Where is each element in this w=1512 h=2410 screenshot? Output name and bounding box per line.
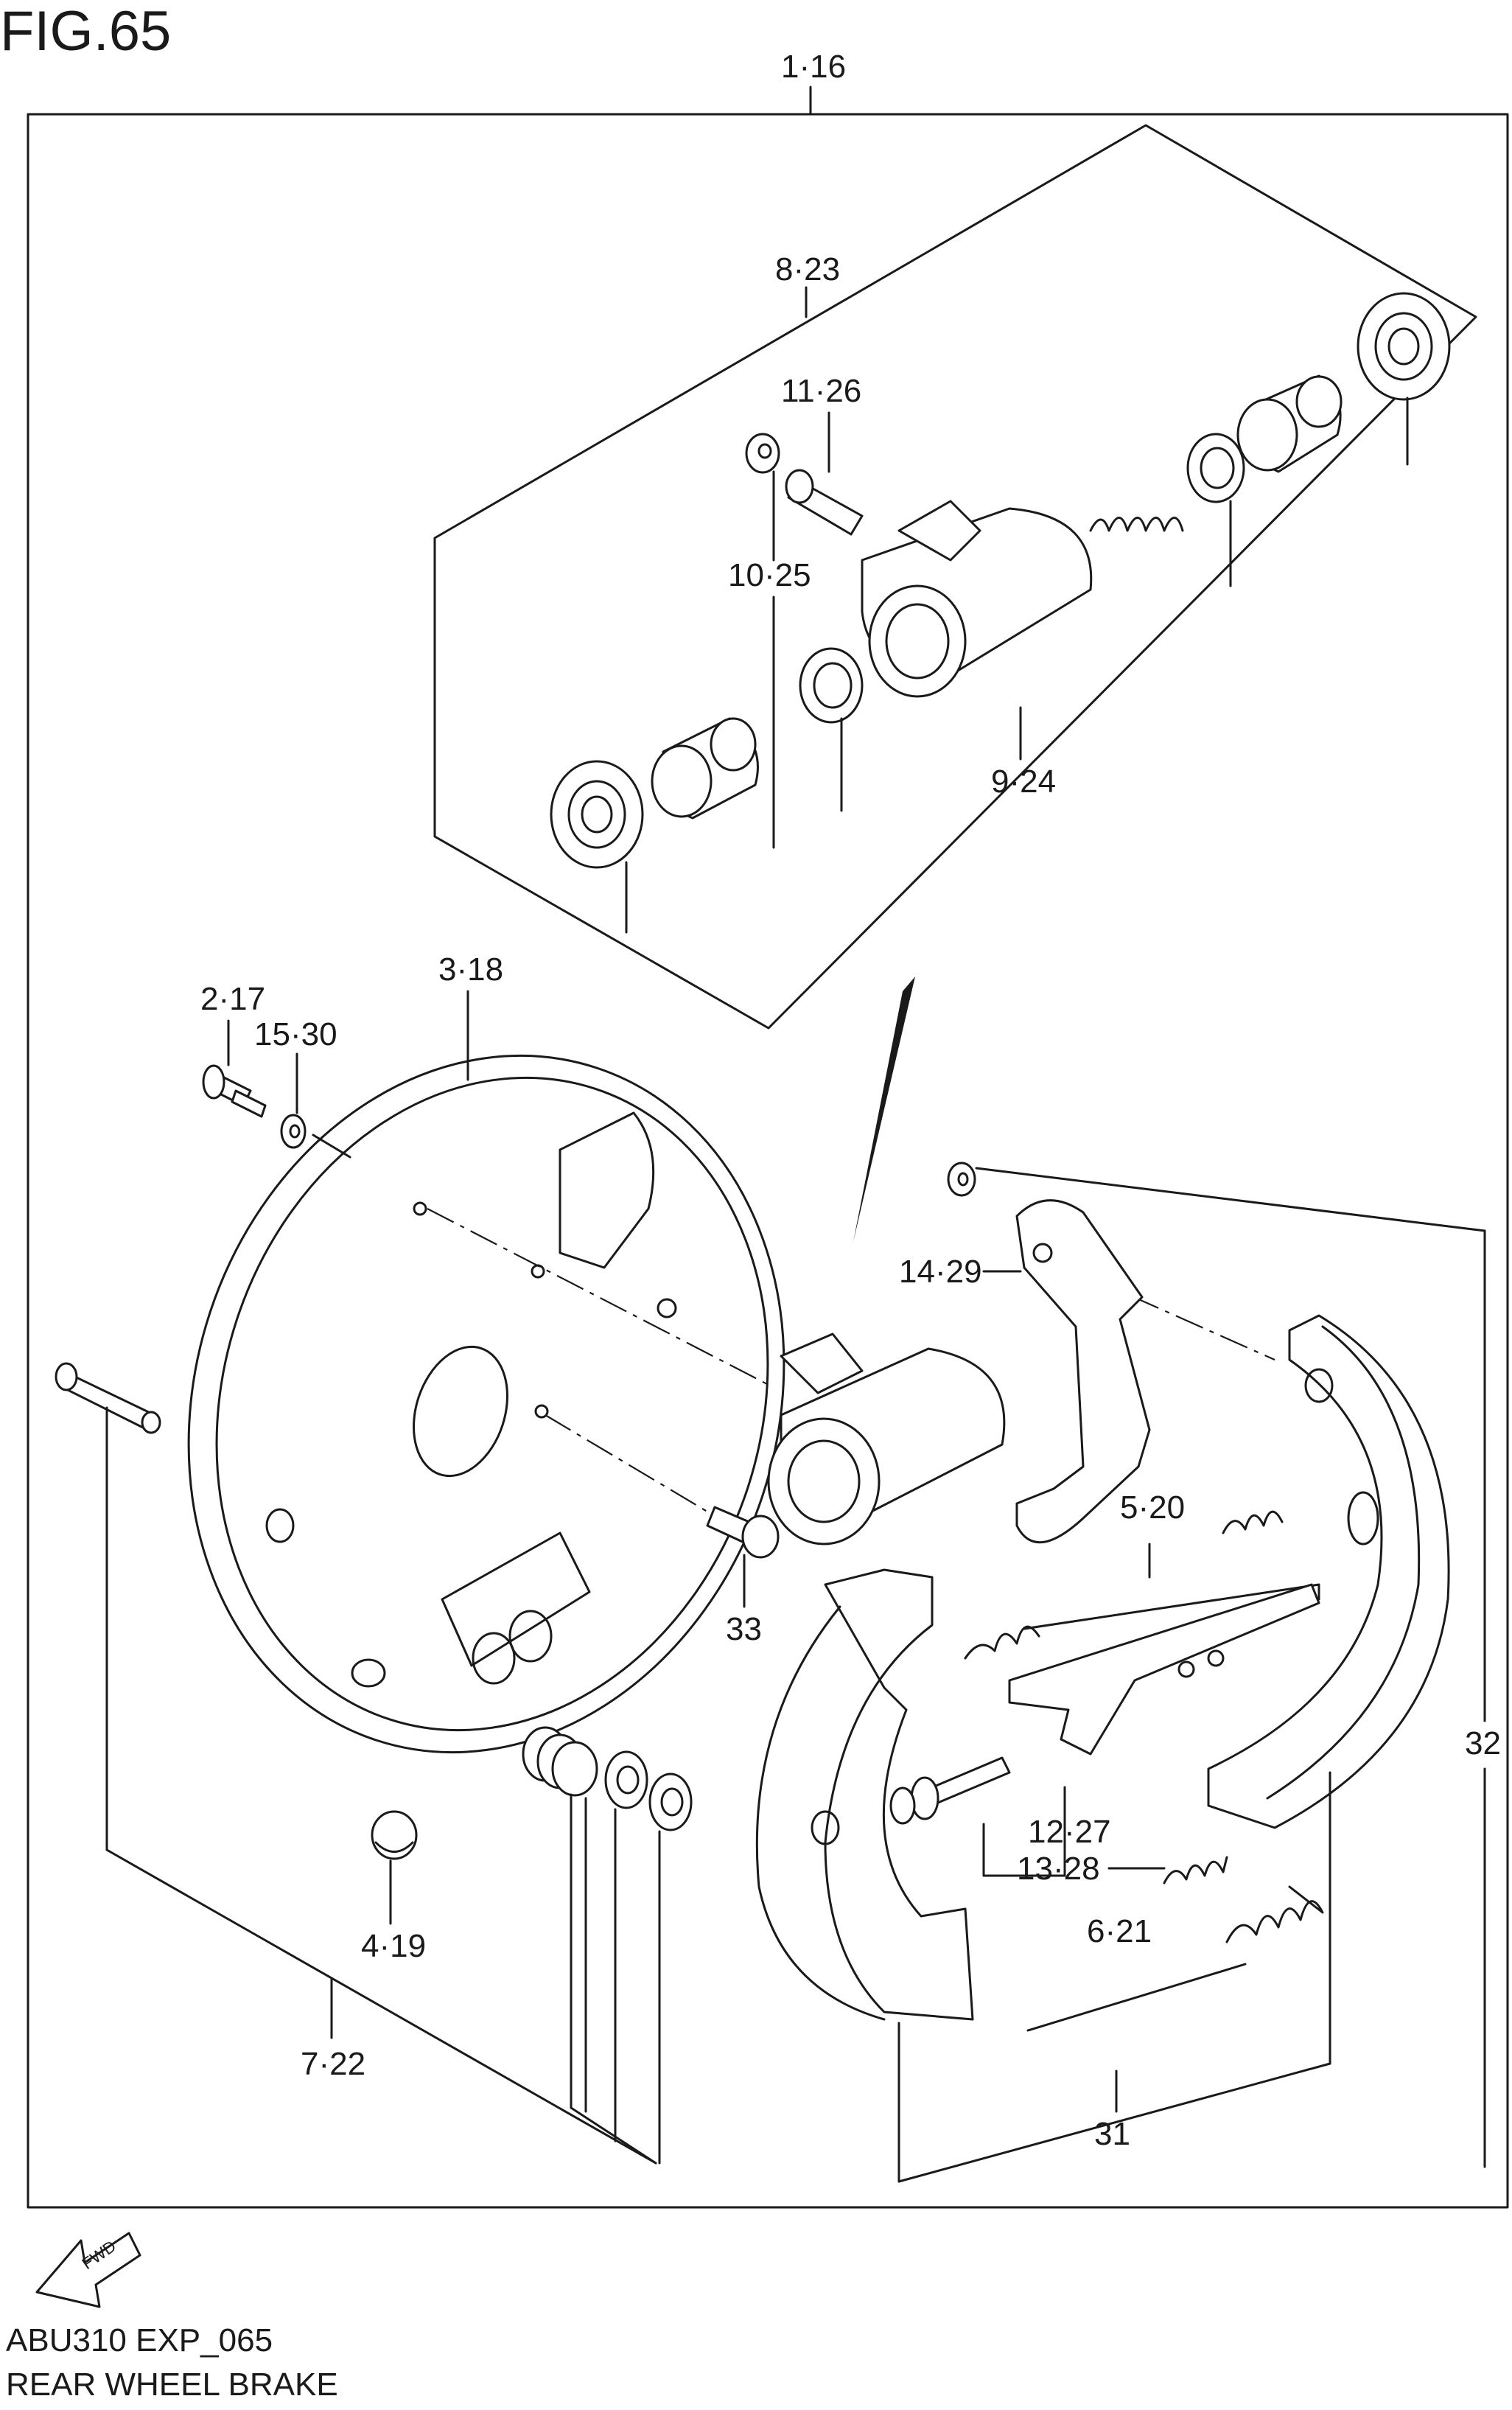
washer [280,1114,307,1149]
callout-4-19: 4·19 [361,1928,426,1964]
piston-left [651,717,759,820]
callout-31: 31 [1094,2116,1130,2152]
callout-6-21: 6·21 [1087,1913,1152,1949]
callout-14-29: 14·29 [899,1254,982,1290]
hold-down-cup-1 [604,1750,648,1809]
alignment-line-upper [427,1208,771,1386]
parking-brake-lever [1015,1199,1151,1544]
spring-5-20-icon [1222,1510,1284,1534]
callout-33: 33 [726,1611,762,1647]
hold-down-pin [55,1362,161,1434]
leader-washer-to-32 [975,1167,1486,1232]
bleeder-cap [745,433,780,474]
leader-31-diagonal [897,2062,1331,2183]
backing-plate [187,1054,785,1754]
callout-11-26: 11·26 [781,373,861,409]
wheel-cylinder-body [861,500,1093,698]
cylinder-spring-icon [1089,517,1184,532]
pointer-wedge [853,977,915,1242]
fwd-arrow-icon: FWD [35,2232,141,2308]
bleeder-screw [785,469,864,536]
alignment-line-lever [1042,1255,1275,1361]
callout-10-25: 10·25 [728,557,811,593]
callout-9-24: 9·24 [991,764,1056,800]
dust-boot-right [1357,292,1451,401]
wheel-cylinder-assembled [767,1333,1006,1545]
inspection-plug [371,1810,418,1860]
piston-right [1236,374,1343,473]
cup-seal-left [799,647,864,724]
figure-code: ABU310 EXP_065 [6,2322,273,2358]
brake-shoe-left [755,1568,974,2021]
callout-12-27: 12·27 [1028,1814,1111,1850]
callout-7-22: 7·22 [301,2046,365,2082]
wheel-cylinder-kit-box [433,124,1477,1030]
upper-return-spring-hook-icon [1023,1583,1320,1630]
callout-32: 32 [1465,1725,1501,1761]
lever-washer [947,1162,976,1197]
mounting-bolt [202,1064,267,1118]
callout-8-23: 8·23 [775,251,840,287]
leader-pin-diagonal [105,1848,657,2165]
cylinder-mount-bolt [706,1506,780,1559]
lower-spring-hook-icon [1026,1963,1247,2032]
dust-boot-left [550,760,644,869]
figure-number: FIG.65 [0,0,171,63]
figure-name: REAR WHEEL BRAKE [6,2367,338,2403]
callout-15-30: 15·30 [254,1016,337,1052]
adjuster-screw [889,1756,1011,1825]
leader-washer-to-plate [312,1134,351,1159]
callout-5-20: 5·20 [1120,1489,1185,1526]
alignment-line-lower [545,1414,719,1519]
leader-join [570,2106,657,2165]
callout-3-18: 3·18 [438,951,503,988]
upper-return-spring-icon [964,1625,1040,1660]
lower-return-spring-icon [1225,1885,1324,1943]
callout-2-17: 2·17 [200,981,265,1017]
hold-down-spring [522,1726,598,1797]
assembly-frame [27,113,1509,2209]
callout-1-16: 1·16 [781,49,846,85]
brake-shoe-right [1207,1314,1450,1829]
adjuster-strut [1008,1583,1320,1756]
callout-13-28: 13·28 [1017,1851,1100,1887]
adjuster-spring-icon [1163,1856,1228,1885]
hold-down-cup-2 [648,1772,693,1831]
cup-seal-right [1186,433,1245,503]
